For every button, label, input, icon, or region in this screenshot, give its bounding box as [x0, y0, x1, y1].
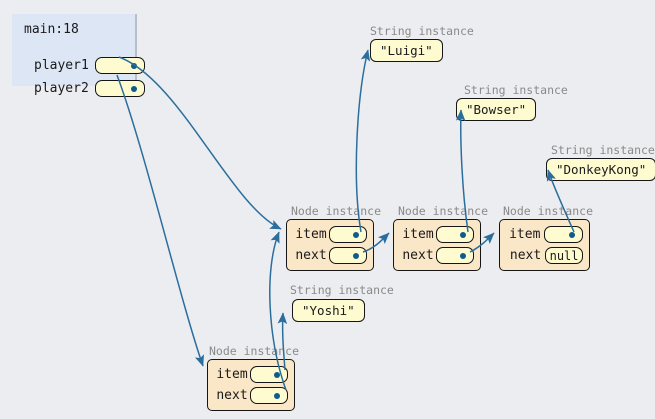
node-field-item[interactable]: item [293, 224, 367, 245]
field-name-next: next [295, 248, 327, 263]
pointer-dot [274, 371, 280, 378]
pointer-slot-item[interactable] [329, 226, 367, 243]
node-field-next[interactable]: next [400, 245, 474, 266]
pointer-slot-next[interactable] [329, 247, 367, 264]
pointer-dot [460, 231, 466, 238]
stack-frame-title: main:18 [24, 22, 79, 37]
node-field-item[interactable]: item [400, 224, 474, 245]
field-name-next: next [216, 388, 248, 403]
pointer-slot-next[interactable] [436, 247, 474, 264]
pointer-slot-player1[interactable] [94, 57, 145, 74]
null-label: null [549, 248, 579, 263]
type-label-string-luigi: String instance [370, 24, 474, 38]
node-field-next[interactable]: next null [506, 245, 583, 266]
type-label-string-bowser: String instance [464, 83, 568, 97]
pointer-dot [353, 231, 359, 238]
string-instance-luigi[interactable]: "Luigi" [370, 39, 443, 62]
pointer-dot [274, 392, 280, 399]
pointer-dot [460, 252, 466, 259]
node-instance-2[interactable]: item next [393, 219, 481, 271]
node-field-next[interactable]: next [214, 385, 288, 406]
type-label-node-2: Node instance [398, 204, 489, 218]
node-instance-1[interactable]: item next [286, 219, 374, 271]
pointer-dot [569, 231, 575, 238]
string-instance-bowser[interactable]: "Bowser" [456, 98, 537, 121]
field-name-item: item [295, 227, 327, 242]
pointer-slot-next[interactable] [250, 387, 288, 404]
field-name-item: item [216, 367, 248, 382]
stack-frame-main: main:18 player1 player2 [12, 14, 145, 97]
pointer-dot [130, 62, 137, 69]
pointer-slot-item[interactable] [436, 226, 474, 243]
field-name-next: next [509, 248, 542, 263]
node-field-next[interactable]: next [293, 245, 367, 266]
node-field-item[interactable]: item [506, 224, 583, 245]
node-instance-3[interactable]: item next null [499, 219, 590, 271]
stack-variable-label: player2 [34, 81, 89, 96]
stack-variable-label: player1 [34, 58, 89, 73]
pointer-dot [353, 252, 359, 259]
node-instance-4[interactable]: item next [207, 359, 295, 411]
type-label-string-yoshi: String instance [290, 283, 394, 297]
field-name-item: item [402, 227, 434, 242]
pointer-dot [130, 85, 137, 92]
pointer-slot-item[interactable] [543, 226, 583, 243]
field-name-next: next [402, 248, 434, 263]
type-label-node-1: Node instance [291, 204, 382, 218]
field-name-item: item [509, 227, 541, 242]
pointer-slot-player2[interactable] [94, 80, 145, 97]
stack-variable-player1[interactable]: player1 [34, 56, 145, 75]
node-field-item[interactable]: item [214, 364, 288, 385]
type-label-string-donkeykong: String instance [551, 143, 655, 157]
type-label-node-3: Node instance [503, 204, 594, 218]
type-label-node-4: Node instance [209, 344, 300, 358]
string-instance-donkeykong[interactable]: "DonkeyKong" [546, 158, 655, 181]
string-instance-yoshi[interactable]: "Yoshi" [292, 299, 365, 322]
stack-variable-player2[interactable]: player2 [34, 79, 145, 98]
pointer-slot-item[interactable] [250, 366, 288, 383]
arrow-player2-to-node4 [116, 74, 204, 367]
null-value-slot[interactable]: null [545, 247, 583, 264]
